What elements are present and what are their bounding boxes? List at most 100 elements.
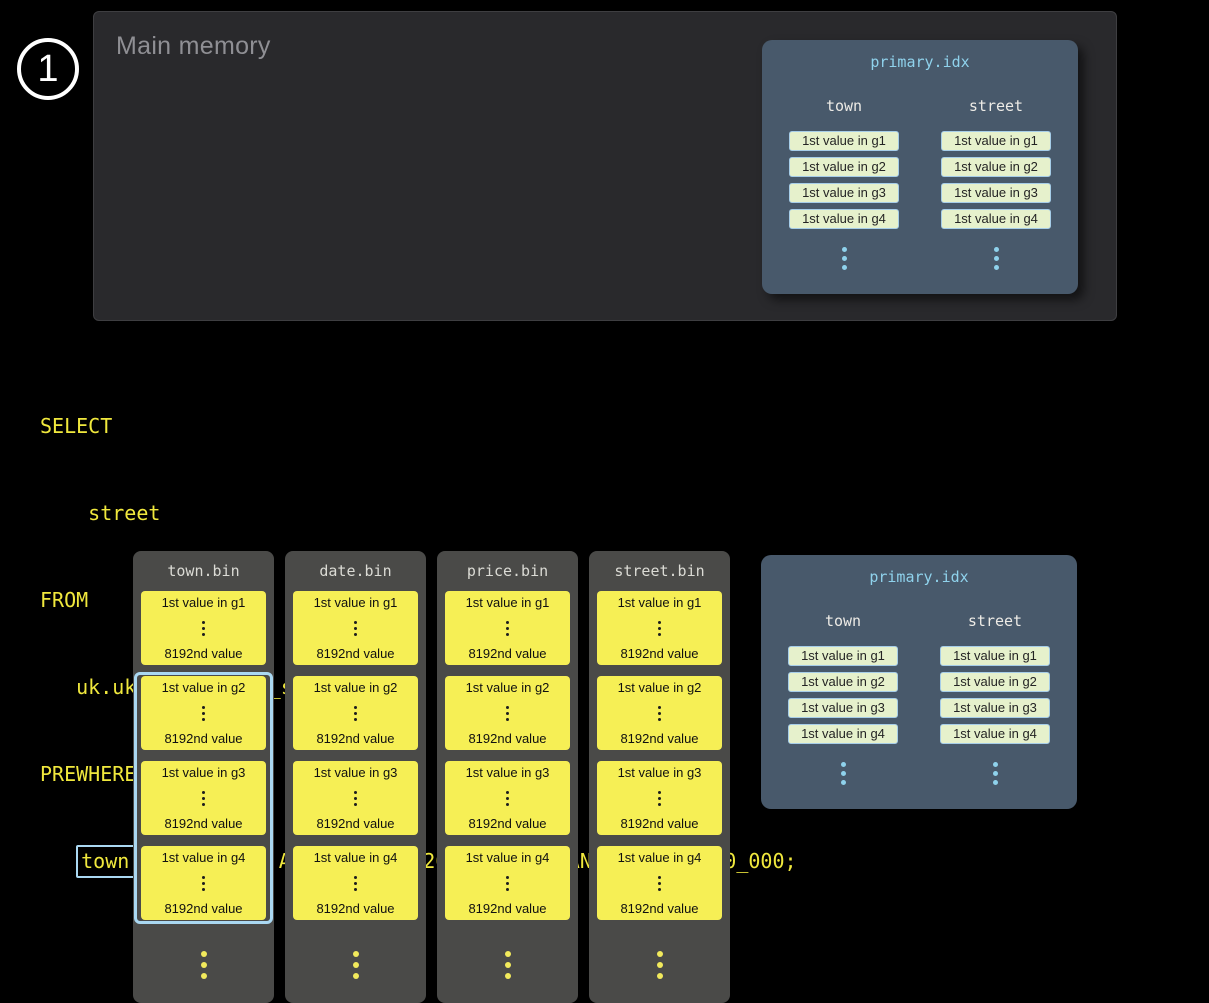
granule-block: 1st value in g3 8192nd value (293, 761, 418, 835)
index-cell: 1st value in g2 (789, 157, 899, 177)
ellipsis-dots-icon (133, 948, 274, 981)
granule-first-value: 1st value in g1 (465, 595, 550, 610)
granule-first-value: 1st value in g2 (465, 680, 550, 695)
primary-idx-columns: town 1st value in g1 1st value in g2 1st… (761, 612, 1077, 787)
index-column-header: town (825, 97, 863, 115)
granule-last-value: 8192nd value (316, 816, 395, 831)
step-number: 1 (37, 47, 59, 90)
granule-first-value: 1st value in g4 (313, 850, 398, 865)
index-column-header: street (967, 612, 1023, 630)
ellipsis-dots-icon (354, 619, 357, 637)
index-cell: 1st value in g1 (789, 131, 899, 151)
index-cell: 1st value in g4 (941, 209, 1051, 229)
ellipsis-dots-icon (506, 619, 509, 637)
bin-file-title: price.bin (466, 562, 549, 580)
granule-block: 1st value in g1 8192nd value (293, 591, 418, 665)
granule-last-value: 8192nd value (468, 646, 547, 661)
ellipsis-dots-icon (841, 245, 847, 272)
index-cell: 1st value in g1 (941, 131, 1051, 151)
ellipsis-dots-icon (202, 789, 205, 807)
granule-first-value: 1st value in g3 (465, 765, 550, 780)
index-column-street: street 1st value in g1 1st value in g2 1… (941, 97, 1051, 272)
granule-list: 1st value in g1 8192nd value 1st value i… (293, 591, 418, 931)
index-column-street: street 1st value in g1 1st value in g2 1… (940, 612, 1050, 787)
granule-last-value: 8192nd value (316, 646, 395, 661)
granule-first-value: 1st value in g4 (617, 850, 702, 865)
ellipsis-dots-icon (437, 948, 578, 981)
index-cell: 1st value in g4 (789, 209, 899, 229)
bin-file-price: price.bin 1st value in g1 8192nd value 1… (437, 551, 578, 1003)
sql-line: FROM (40, 588, 89, 612)
granule-block: 1st value in g2 8192nd value (445, 676, 570, 750)
primary-idx-columns: town 1st value in g1 1st value in g2 1st… (762, 97, 1078, 272)
granule-list: 1st value in g1 8192nd value 1st value i… (141, 591, 266, 931)
primary-idx-card-top: primary.idx town 1st value in g1 1st val… (762, 40, 1078, 294)
ellipsis-dots-icon (285, 948, 426, 981)
granule-first-value: 1st value in g4 (465, 850, 550, 865)
primary-idx-card-bottom: primary.idx town 1st value in g1 1st val… (761, 555, 1077, 809)
granule-block: 1st value in g4 8192nd value (597, 846, 722, 920)
index-cell: 1st value in g4 (940, 724, 1050, 744)
granule-first-value: 1st value in g1 (161, 595, 246, 610)
sql-indent (40, 849, 76, 873)
index-column-header: town (824, 612, 862, 630)
ellipsis-dots-icon (354, 874, 357, 892)
granule-block: 1st value in g4 8192nd value (141, 846, 266, 920)
ellipsis-dots-icon (354, 704, 357, 722)
granule-last-value: 8192nd value (620, 816, 699, 831)
index-column-header: street (968, 97, 1024, 115)
granule-block: 1st value in g1 8192nd value (445, 591, 570, 665)
index-column-town: town 1st value in g1 1st value in g2 1st… (789, 97, 899, 272)
granule-first-value: 1st value in g3 (161, 765, 246, 780)
granule-block: 1st value in g4 8192nd value (293, 846, 418, 920)
index-cell: 1st value in g3 (940, 698, 1050, 718)
granule-last-value: 8192nd value (620, 646, 699, 661)
bin-file-street: street.bin 1st value in g1 8192nd value … (589, 551, 730, 1003)
granule-first-value: 1st value in g3 (313, 765, 398, 780)
bin-file-title: date.bin (319, 562, 392, 580)
granule-last-value: 8192nd value (164, 646, 243, 661)
granule-last-value: 8192nd value (316, 901, 395, 916)
sql-line: PREWHERE (40, 762, 137, 786)
index-cell: 1st value in g2 (941, 157, 1051, 177)
index-cell: 1st value in g3 (789, 183, 899, 203)
sql-line: SELECT (40, 414, 113, 438)
ellipsis-dots-icon (840, 760, 846, 787)
granule-first-value: 1st value in g1 (313, 595, 398, 610)
granule-list: 1st value in g1 8192nd value 1st value i… (445, 591, 570, 931)
granule-first-value: 1st value in g1 (617, 595, 702, 610)
index-cell: 1st value in g4 (788, 724, 898, 744)
ellipsis-dots-icon (992, 760, 998, 787)
granule-last-value: 8192nd value (164, 731, 243, 746)
ellipsis-dots-icon (202, 619, 205, 637)
main-memory-panel: Main memory primary.idx town 1st value i… (93, 11, 1117, 321)
ellipsis-dots-icon (589, 948, 730, 981)
granule-block: 1st value in g3 8192nd value (597, 761, 722, 835)
bin-file-date: date.bin 1st value in g1 8192nd value 1s… (285, 551, 426, 1003)
granule-last-value: 8192nd value (468, 816, 547, 831)
granule-last-value: 8192nd value (620, 731, 699, 746)
index-cell: 1st value in g2 (940, 672, 1050, 692)
index-cell: 1st value in g2 (788, 672, 898, 692)
granule-block: 1st value in g2 8192nd value (141, 676, 266, 750)
bin-file-title: town.bin (167, 562, 240, 580)
index-column-town: town 1st value in g1 1st value in g2 1st… (788, 612, 898, 787)
granule-block: 1st value in g1 8192nd value (141, 591, 266, 665)
granule-last-value: 8192nd value (468, 901, 547, 916)
ellipsis-dots-icon (202, 704, 205, 722)
ellipsis-dots-icon (658, 619, 661, 637)
index-cell: 1st value in g3 (788, 698, 898, 718)
index-cell: 1st value in g1 (940, 646, 1050, 666)
primary-idx-title: primary.idx (869, 568, 969, 586)
granule-first-value: 1st value in g2 (161, 680, 246, 695)
granule-last-value: 8192nd value (164, 816, 243, 831)
granule-first-value: 1st value in g2 (313, 680, 398, 695)
granule-first-value: 1st value in g3 (617, 765, 702, 780)
granule-first-value: 1st value in g4 (161, 850, 246, 865)
ellipsis-dots-icon (993, 245, 999, 272)
index-cell: 1st value in g3 (941, 183, 1051, 203)
granule-block: 1st value in g3 8192nd value (141, 761, 266, 835)
granule-last-value: 8192nd value (164, 901, 243, 916)
ellipsis-dots-icon (506, 789, 509, 807)
